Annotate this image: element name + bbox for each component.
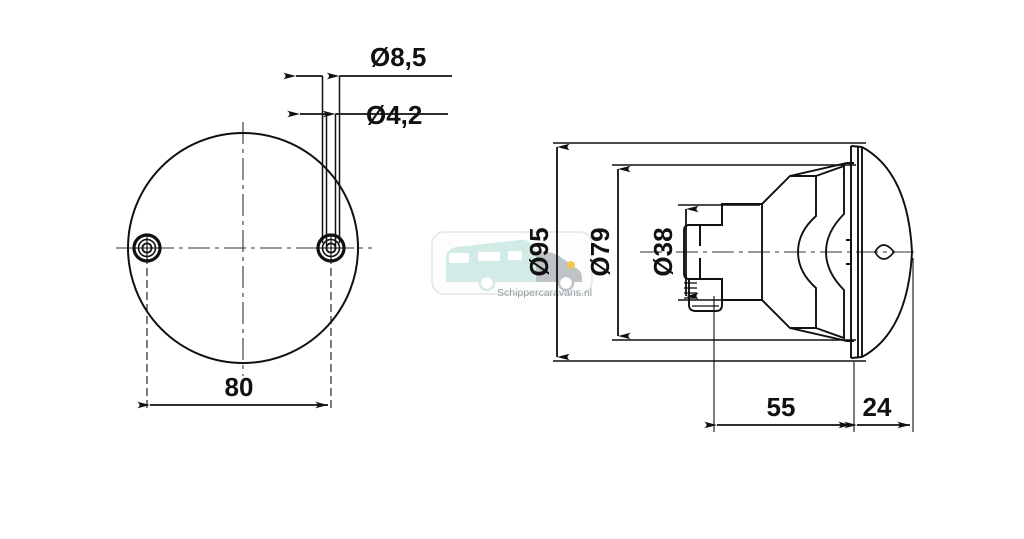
- hole-projection-lines: [321, 76, 341, 246]
- dimension-depth-24: 24: [844, 392, 910, 429]
- dimension-outer-diameter-95: Ø95: [524, 143, 570, 361]
- lens-mounting-plate: [846, 145, 863, 359]
- dim-label-depth-24: 24: [863, 392, 892, 422]
- dimension-hole-inner-42: Ø4,2: [287, 100, 448, 130]
- lamp-housing-flare: [790, 164, 845, 340]
- side-view-group: Ø95 Ø79 Ø38 55: [524, 142, 916, 432]
- watermark-text: Schippercaravans.nl: [497, 287, 592, 299]
- dim-label-80: 80: [225, 372, 254, 402]
- dim-label-hole-inner: Ø4,2: [366, 100, 422, 130]
- dim-label-inner-diameter: Ø79: [585, 227, 615, 276]
- dimension-inner-diameter-79: Ø79: [585, 165, 631, 340]
- dim-label-hole-outer: Ø8,5: [370, 42, 426, 72]
- lens-dome: [861, 146, 913, 358]
- dimension-hole-outer-85: Ø8,5: [283, 42, 452, 80]
- dim-label-boss-diameter: Ø38: [648, 227, 678, 276]
- front-view-group: 80 Ø8,5 Ø4,2: [116, 42, 452, 412]
- watermark-schippercaravans: Schippercaravans.nl: [431, 231, 593, 299]
- dimension-boss-diameter-38: Ø38: [648, 205, 699, 300]
- dim-label-depth-55: 55: [767, 392, 796, 422]
- front-view-outer-circle: [127, 132, 359, 364]
- dim-label-outer-diameter: Ø95: [524, 227, 554, 276]
- dimension-hole-spacing-80: 80: [137, 372, 328, 409]
- dimension-depth-55: 55: [704, 392, 851, 429]
